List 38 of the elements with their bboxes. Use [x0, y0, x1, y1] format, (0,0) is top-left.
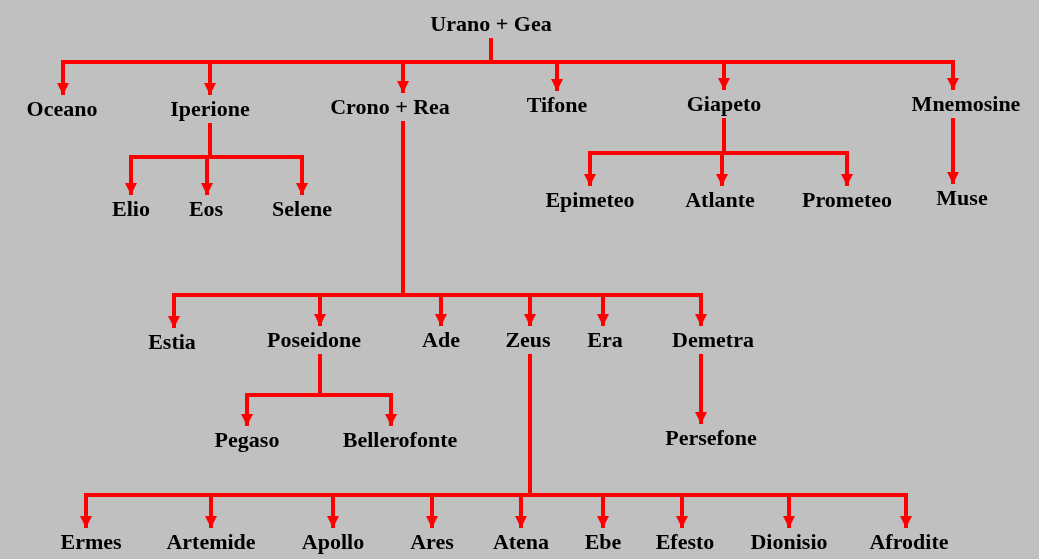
name-label: Eos	[188, 195, 224, 223]
name-label: Epimeteo	[545, 186, 635, 214]
name-label: Ebe	[584, 528, 622, 556]
name-label: Afrodite	[869, 528, 949, 556]
name-label: Tifone	[526, 91, 588, 119]
name-label: Dionisio	[750, 528, 828, 556]
name-label: Ade	[422, 326, 460, 354]
name-label: Mnemosine	[911, 90, 1021, 118]
name-label: Efesto	[655, 528, 715, 556]
name-label: Ares	[410, 528, 454, 556]
name-label: Iperione	[170, 95, 250, 123]
name-label: Era	[587, 326, 623, 354]
name-label: Urano + Gea	[430, 10, 552, 38]
arrow	[208, 123, 308, 195]
name-label: Crono + Rea	[330, 93, 450, 121]
name-label: Bellerofonte	[342, 426, 458, 454]
arrow	[489, 38, 959, 90]
arrow	[695, 354, 707, 424]
name-label: Prometeo	[802, 186, 892, 214]
name-label: Atena	[492, 528, 550, 556]
name-label: Oceano	[26, 95, 98, 123]
name-label: Demetra	[672, 326, 754, 354]
name-label: Giapeto	[686, 90, 762, 118]
name-label: Selene	[272, 195, 332, 223]
name-label: Elio	[112, 195, 150, 223]
name-label: Atlante	[685, 186, 755, 214]
name-label: Pegaso	[214, 426, 280, 454]
name-label: Apollo	[301, 528, 365, 556]
name-label: Estia	[148, 328, 196, 356]
name-label: Persefone	[665, 424, 757, 452]
name-label: Ermes	[60, 528, 122, 556]
name-label: Zeus	[505, 326, 551, 354]
arrow	[947, 118, 959, 184]
arrow	[401, 121, 707, 326]
name-label: Muse	[936, 184, 988, 212]
name-label: Artemide	[166, 528, 256, 556]
arrow	[528, 354, 912, 528]
name-label: Poseidone	[266, 326, 362, 354]
